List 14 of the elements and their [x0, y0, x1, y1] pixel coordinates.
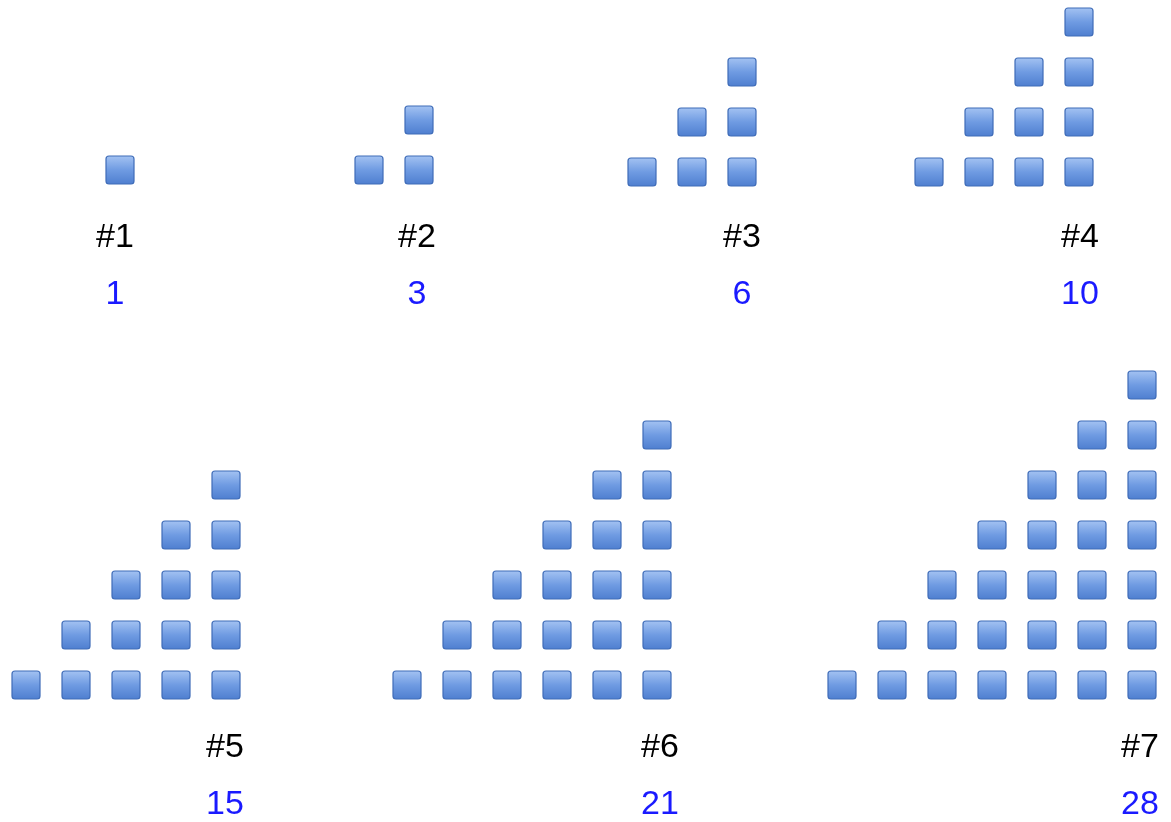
- total-count: 3: [407, 272, 427, 312]
- total-count: 28: [1121, 782, 1159, 822]
- total-count: 6: [732, 272, 752, 312]
- total-count: 21: [641, 782, 679, 822]
- figure-number: #5: [206, 725, 244, 765]
- figure-number: #2: [398, 215, 436, 255]
- total-count: 15: [206, 782, 244, 822]
- figure-number: #6: [641, 725, 679, 765]
- figure-number: #1: [96, 215, 134, 255]
- figure-number: #4: [1061, 215, 1099, 255]
- figure-number: #3: [723, 215, 761, 255]
- total-count: 10: [1061, 272, 1099, 312]
- figure-number: #7: [1121, 725, 1159, 765]
- total-count: 1: [105, 272, 125, 312]
